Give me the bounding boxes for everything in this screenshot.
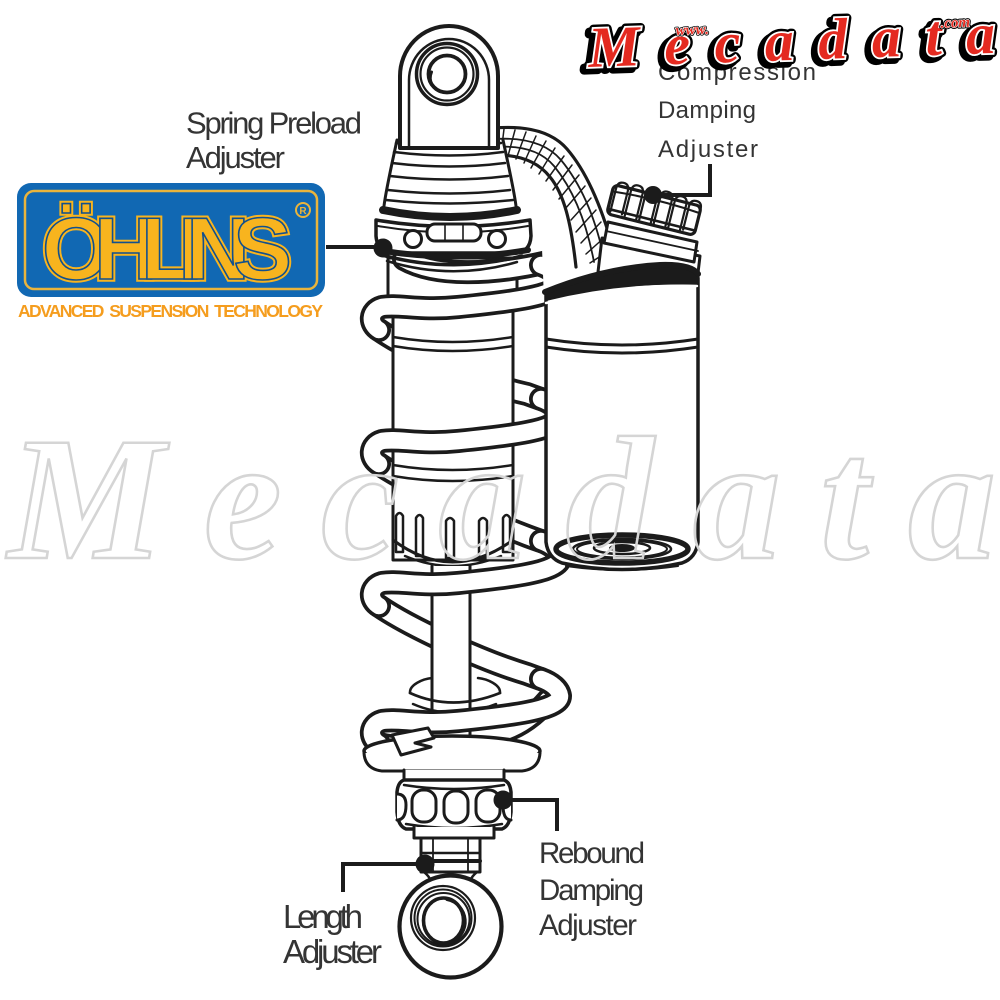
svg-text:.com: .com	[940, 15, 970, 32]
svg-text:.com: .com	[940, 15, 970, 32]
svg-text:www.: www.	[675, 22, 709, 39]
svg-text:www.: www.	[675, 22, 709, 39]
svg-text:Mecadata: Mecadata	[5, 402, 992, 597]
svg-text:Length: Length	[283, 898, 363, 935]
svg-text:Rebound: Rebound	[539, 837, 645, 870]
svg-text:Adjuster: Adjuster	[658, 136, 758, 163]
svg-text:Spring Preload: Spring Preload	[186, 106, 362, 141]
svg-text:Adjuster: Adjuster	[539, 909, 637, 942]
svg-text:ÖHLINS: ÖHLINS	[42, 199, 294, 298]
svg-text:Adjuster: Adjuster	[283, 933, 382, 970]
svg-text:ÖHLINS: ÖHLINS	[42, 199, 294, 298]
svg-text:Adjuster: Adjuster	[186, 140, 285, 175]
svg-text:Damping: Damping	[658, 97, 756, 124]
svg-text:R: R	[299, 206, 307, 217]
svg-text:Damping: Damping	[539, 874, 644, 907]
svg-text:ADVANCED SUSPENSION TECHNOLO: ADVANCED SUSPENSION TECHNOLOGY	[18, 301, 324, 321]
